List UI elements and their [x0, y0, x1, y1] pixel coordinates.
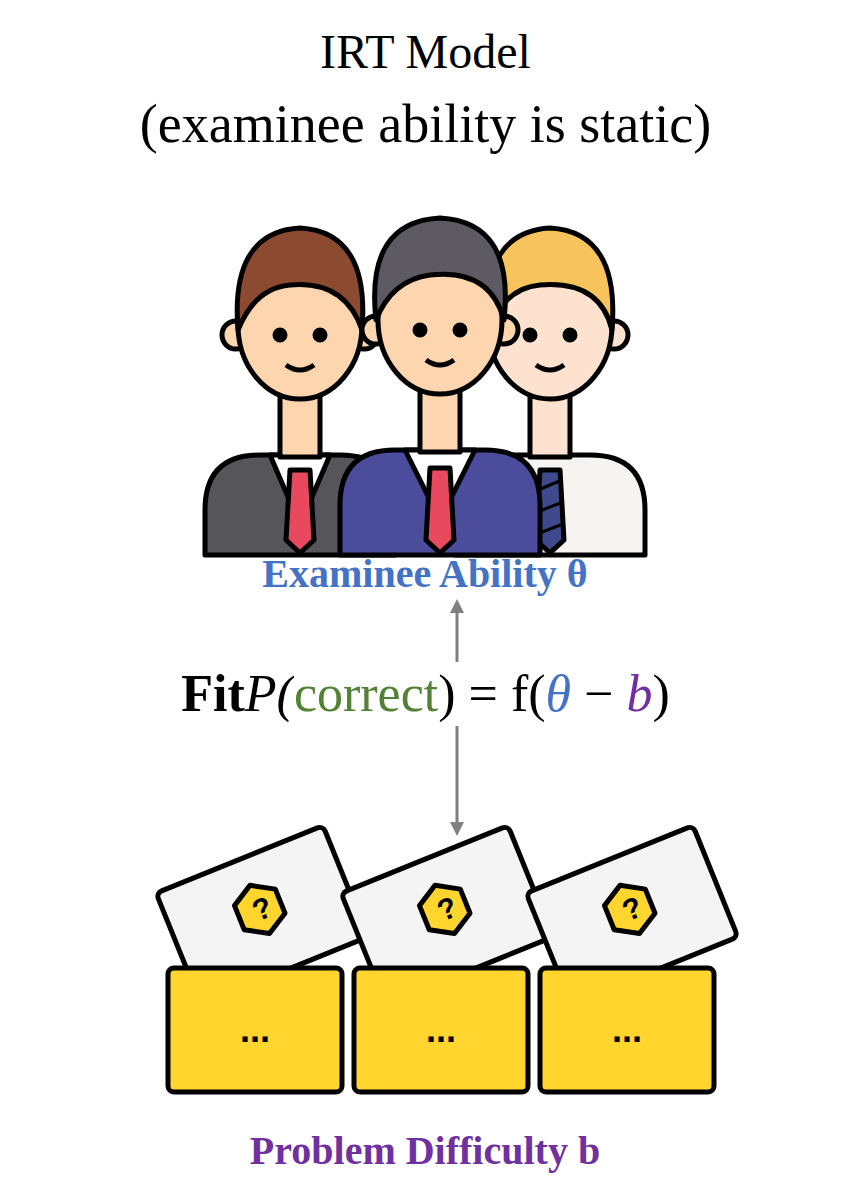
formula: FitP(correct) = f(θ − b)	[0, 662, 851, 726]
formula-part: Fit	[181, 662, 245, 726]
formula-part: correct	[294, 662, 438, 726]
formula-part: ) = f(	[438, 662, 545, 726]
examinee-people	[205, 218, 645, 555]
formula-line: FitP(correct) = f(θ − b)	[181, 662, 669, 726]
formula-part: )	[652, 662, 669, 726]
dots: ...	[240, 1010, 270, 1050]
title: IRT Model	[0, 20, 851, 84]
illustration-group: Examinee Ability θ	[125, 185, 725, 597]
formula-part: P(	[245, 662, 294, 726]
illustration-group: Problem Difficulty b	[125, 838, 725, 1174]
dots: ...	[612, 1010, 642, 1050]
dots: ...	[426, 1010, 456, 1050]
formula-part: θ	[546, 662, 572, 726]
group-label: Examinee Ability θ	[262, 551, 587, 597]
formula-part: b	[626, 662, 652, 726]
problem-boxes	[168, 968, 714, 1092]
group-label: Problem Difficulty b	[250, 1128, 600, 1174]
formula-part: −	[571, 662, 626, 726]
label: (examinee ability is static)	[140, 92, 711, 156]
